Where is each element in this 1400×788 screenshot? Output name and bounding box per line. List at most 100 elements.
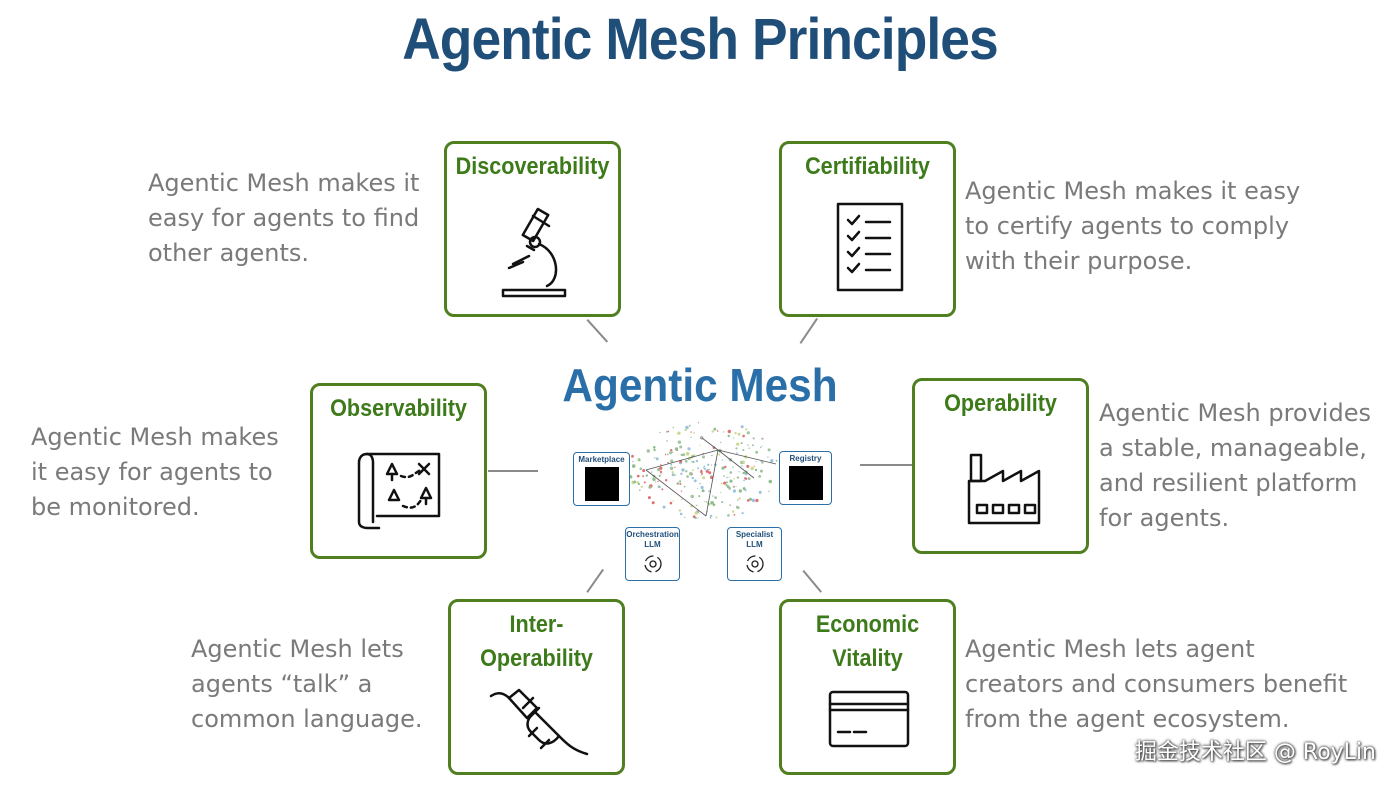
mesh-dot (734, 432, 737, 435)
mesh-dot (639, 467, 643, 470)
mesh-dot (727, 514, 730, 517)
mesh-dot (738, 497, 741, 500)
mesh-dot (736, 476, 740, 479)
mesh-dot (726, 485, 730, 489)
mesh-dot (711, 454, 713, 457)
specialist-llm-label: Specialist LLM (735, 530, 774, 549)
mesh-dot (714, 496, 717, 499)
specialist-llm-node: Specialist LLM (727, 527, 782, 581)
mesh-dot (678, 509, 682, 512)
mesh-dot (767, 448, 771, 452)
mesh-dot (733, 513, 736, 516)
mesh-dot (732, 485, 735, 488)
mesh-dot (661, 488, 664, 491)
mesh-dot (738, 471, 740, 473)
mesh-dot (767, 456, 769, 458)
mesh-dot (659, 470, 663, 474)
mesh-dot (666, 453, 669, 456)
mesh-dot (677, 440, 682, 444)
mesh-dot (720, 491, 722, 493)
mesh-dot (680, 490, 683, 492)
mesh-dot (735, 447, 738, 450)
mesh-dot (680, 453, 683, 456)
mesh-dot (748, 447, 750, 449)
orchestration-llm-node: Orchestration LLM (625, 527, 680, 581)
mesh-dot (684, 428, 687, 432)
mesh-dot (690, 436, 692, 438)
map-icon (357, 452, 441, 530)
mesh-dot (733, 477, 735, 480)
mesh-dot (736, 442, 740, 446)
registry-image (789, 466, 823, 500)
mesh-dot (688, 424, 691, 427)
mesh-dot (709, 517, 712, 519)
mesh-dot (647, 496, 651, 500)
mesh-dot (642, 475, 645, 478)
mesh-dot (711, 430, 714, 433)
mesh-dot (742, 434, 745, 438)
mesh-dot (666, 440, 668, 442)
mesh-dot (732, 510, 735, 513)
mesh-dot (712, 495, 714, 497)
mesh-dot (700, 470, 703, 473)
mesh-dot (725, 484, 728, 487)
mesh-dot (758, 490, 762, 494)
mesh-dot (691, 473, 693, 475)
mesh-dot (672, 500, 674, 502)
mesh-dot (698, 495, 701, 498)
connector-line (802, 570, 822, 593)
mesh-dot (657, 480, 659, 483)
mesh-dot (631, 464, 636, 468)
interoperability-description: Agentic Mesh lets agents “talk” a common… (191, 635, 423, 733)
mesh-dot (746, 431, 750, 435)
mesh-dot (751, 498, 756, 503)
mesh-dot (666, 430, 668, 433)
mesh-dot (679, 480, 682, 483)
mesh-dot (655, 481, 657, 483)
mesh-dot (735, 485, 737, 488)
mesh-dot (742, 460, 745, 464)
mesh-dot (697, 517, 699, 519)
mesh-dot (710, 501, 714, 505)
mesh-dot (669, 466, 674, 470)
mesh-dot (758, 475, 762, 478)
mesh-dot (721, 459, 724, 461)
mesh-dot (712, 503, 716, 507)
mesh-dot (715, 516, 718, 519)
operability-description: Agentic Mesh provides a stable, manageab… (1099, 399, 1371, 532)
mesh-dot (681, 468, 685, 472)
mesh-dot (662, 505, 666, 509)
registry-label: Registry (789, 454, 822, 463)
mesh-dot (725, 481, 728, 484)
mesh-dot (687, 458, 690, 461)
mesh-dot (691, 460, 693, 463)
mesh-dot (747, 477, 751, 480)
mesh-dot (679, 445, 683, 449)
mesh-dot (733, 437, 735, 439)
page-title: Agentic Mesh Principles (402, 7, 999, 72)
mesh-dot (768, 490, 770, 493)
mesh-dot (632, 460, 634, 463)
discoverability-card: Discoverability (444, 141, 621, 317)
mesh-dot (737, 432, 741, 436)
mesh-dot (723, 481, 727, 485)
center-title: Agentic Mesh (562, 359, 838, 411)
cycle-icon (746, 555, 764, 573)
mesh-dot (679, 482, 682, 485)
mesh-dot (737, 499, 739, 501)
interoperability-card: Inter- Operability (448, 599, 625, 775)
mesh-dot (708, 469, 710, 471)
cycle-icon (644, 555, 662, 573)
observability-description: Agentic Mesh makes it easy for agents to… (31, 423, 279, 521)
mesh-dot (665, 479, 668, 482)
mesh-dot (748, 497, 752, 501)
mesh-dot (690, 494, 694, 499)
mesh-dot (729, 504, 732, 507)
mesh-dot (742, 487, 746, 491)
connector-line (586, 319, 609, 343)
mesh-dot (759, 446, 762, 449)
mesh-dot (648, 485, 652, 489)
mesh-dot (745, 428, 748, 431)
mesh-dot (671, 471, 674, 474)
mesh-dot (653, 448, 656, 452)
